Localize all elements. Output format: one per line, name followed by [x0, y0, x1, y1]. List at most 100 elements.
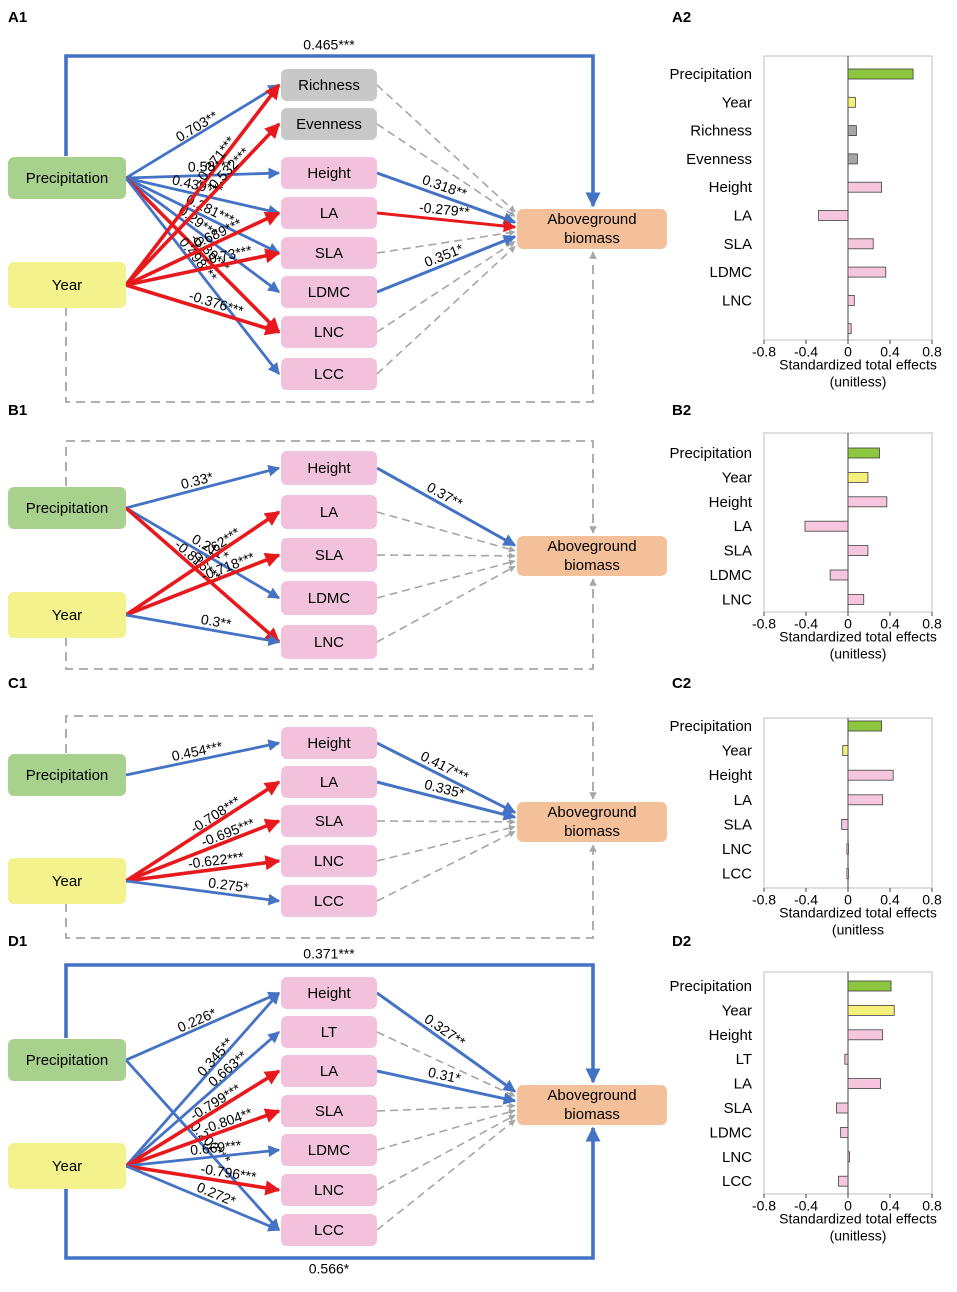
node-lcc: [281, 1214, 377, 1246]
path-loop-top: [64, 54, 601, 208]
path-diagram-b1: B10.37**0.33*0.211*-0.816***-0.762***-0.…: [8, 402, 667, 670]
node-label-la: LA: [320, 205, 338, 222]
path-to-biomass-ns: [376, 818, 516, 826]
bar: [804, 520, 849, 532]
category-label: LDMC: [709, 567, 752, 584]
node-label-year: Year: [52, 277, 82, 294]
node-label-sla: SLA: [315, 245, 343, 262]
bar: [847, 545, 869, 556]
path-to-biomass: [376, 741, 517, 814]
panel-label: B1: [8, 402, 27, 419]
category-label: LA: [734, 518, 752, 535]
path-arrow: [125, 739, 281, 777]
node-year: [8, 592, 126, 638]
node-label-biomass-2: biomass: [564, 557, 620, 574]
category-label: LNC: [722, 841, 752, 858]
bar: [847, 1005, 895, 1016]
path-arrow: [125, 818, 281, 883]
path-arrow: [125, 211, 281, 287]
node-la: [281, 766, 377, 798]
node-label-lcc: LCC: [314, 893, 344, 910]
path-diagram-a1: A10.465***0.318**-0.279**0.351*0.703**0.…: [8, 9, 667, 403]
bar: [841, 819, 849, 830]
x-tick-label: 0.8: [922, 344, 942, 360]
node-height: [281, 157, 377, 189]
path-diagram-d1: D10.371***0.566*0.327**0.31*0.226*0.202*…: [8, 933, 667, 1277]
node-label-precipitation: Precipitation: [26, 170, 109, 187]
path-arrow: [124, 506, 281, 644]
node-height: [281, 727, 377, 759]
x-axis-title-2: (unitless): [830, 1228, 887, 1244]
path-loop-bottom: [65, 844, 597, 939]
path-arrow: [125, 879, 281, 906]
node-label-evenness: Evenness: [296, 116, 362, 133]
node-label-lnc: LNC: [314, 1182, 344, 1199]
category-label: LNC: [722, 292, 752, 309]
path-to-biomass-ns: [376, 830, 516, 902]
path-arrow: [125, 1069, 281, 1168]
category-label: LDMC: [709, 1124, 752, 1141]
category-label: SLA: [724, 236, 752, 253]
category-label: LCC: [722, 1173, 752, 1190]
path-to-biomass: [376, 466, 517, 547]
node-label-year: Year: [52, 1158, 82, 1175]
path-arrow: [124, 176, 281, 334]
bar: [847, 1078, 881, 1089]
path-to-biomass-ns: [376, 824, 516, 862]
path-to-biomass: [376, 991, 517, 1093]
bar: [847, 238, 874, 250]
category-label: Precipitation: [669, 718, 752, 735]
path-to-biomass: [376, 234, 517, 294]
path-arrow: [125, 248, 281, 287]
node-ldmc: [281, 581, 377, 615]
path-to-biomass-ns: [376, 552, 516, 560]
path-to-biomass-ns: [376, 123, 516, 218]
node-precipitation: [8, 754, 126, 796]
bar: [846, 843, 849, 855]
x-tick-label: 0: [844, 344, 852, 360]
x-tick-label: 0.4: [880, 892, 900, 908]
bar: [842, 745, 849, 756]
x-tick-label: 0: [844, 892, 852, 908]
path-arrow: [124, 510, 281, 617]
node-lnc: [281, 1174, 377, 1206]
node-biomass: [517, 209, 667, 249]
panel-label: C1: [8, 675, 27, 692]
x-tick-label: 0: [844, 1198, 852, 1214]
bar: [847, 980, 892, 992]
path-loop-top: [64, 963, 601, 1084]
x-tick-label: -0.4: [794, 892, 818, 908]
node-label-ldmc: LDMC: [308, 590, 351, 607]
node-label-biomass-1: Aboveground: [547, 1087, 636, 1104]
node-label-biomass-1: Aboveground: [547, 538, 636, 555]
x-axis-title-2: (unitless): [830, 646, 887, 662]
bar: [847, 294, 855, 306]
path-arrow: [125, 283, 281, 336]
category-label: LNC: [722, 591, 752, 608]
path-arrow: [125, 176, 281, 217]
node-precipitation: [8, 157, 126, 199]
path-arrow: [124, 1059, 281, 1231]
bar: [847, 266, 887, 278]
path-arrow: [125, 176, 281, 255]
category-label: LA: [734, 792, 752, 809]
node-la: [281, 495, 377, 529]
x-tick-label: 0.8: [922, 892, 942, 908]
category-label: Precipitation: [669, 66, 752, 83]
x-tick-label: -0.8: [752, 1198, 776, 1214]
category-label: LA: [734, 207, 752, 224]
path-loop-bottom: [65, 251, 597, 403]
x-tick-label: -0.8: [752, 616, 776, 632]
bar: [846, 868, 849, 879]
path-to-biomass-ns: [376, 1119, 516, 1231]
x-tick-label: -0.4: [794, 344, 818, 360]
x-tick-label: -0.4: [794, 616, 818, 632]
bar: [847, 1151, 850, 1163]
category-label: LA: [734, 1076, 752, 1093]
path-to-biomass-ns: [376, 565, 516, 643]
path-to-biomass-ns: [376, 229, 516, 254]
path-loop-top: [65, 715, 597, 800]
bar: [844, 1053, 849, 1065]
